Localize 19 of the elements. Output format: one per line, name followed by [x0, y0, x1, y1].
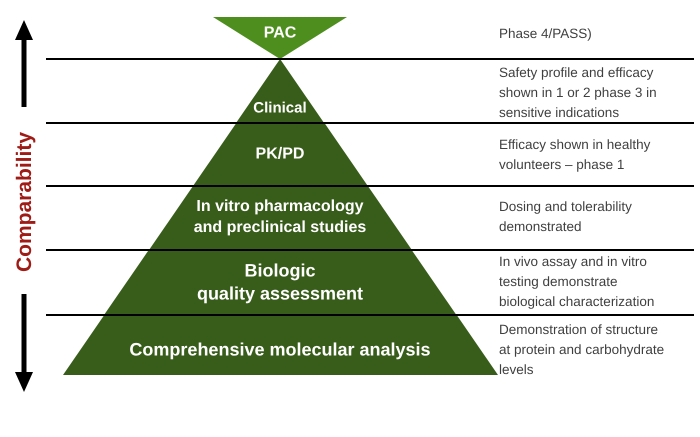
pyramid-tier — [104, 250, 456, 315]
tier-description: Safety profile and efficacy shown in 1 or 2 phase 3 in sensitive indications — [499, 64, 658, 122]
pyramid-tier — [192, 123, 368, 186]
inverted-triangle-tier — [213, 17, 347, 59]
tier-label: PK/PD — [256, 144, 304, 165]
tier-label: PAC — [264, 24, 296, 44]
tier-description: Phase 4/PASS) — [499, 25, 593, 43]
pyramid-tier — [236, 59, 324, 123]
tier-label: Clinical — [253, 98, 307, 118]
tier-label: Biologic quality assessment — [196, 260, 364, 306]
tier-label: Comprehensive molecular analysis — [129, 338, 431, 362]
tier-description: Efficacy shown in healthy volunteers – phase 1 — [499, 136, 652, 174]
tier-description: In vivo assay and in vitro testing demonstrate biological characterization — [499, 253, 656, 311]
pyramid-tier — [62, 315, 498, 375]
tier-description: Demonstration of structure at protein and carbohydrate levels — [499, 321, 666, 379]
tier-description: Dosing and tolerability demonstrated — [499, 198, 633, 236]
pyramid-tier — [148, 186, 412, 250]
axis-label: Comparability — [13, 132, 37, 272]
tier-label: In vitro pharmacology and preclinical studies — [194, 197, 366, 238]
